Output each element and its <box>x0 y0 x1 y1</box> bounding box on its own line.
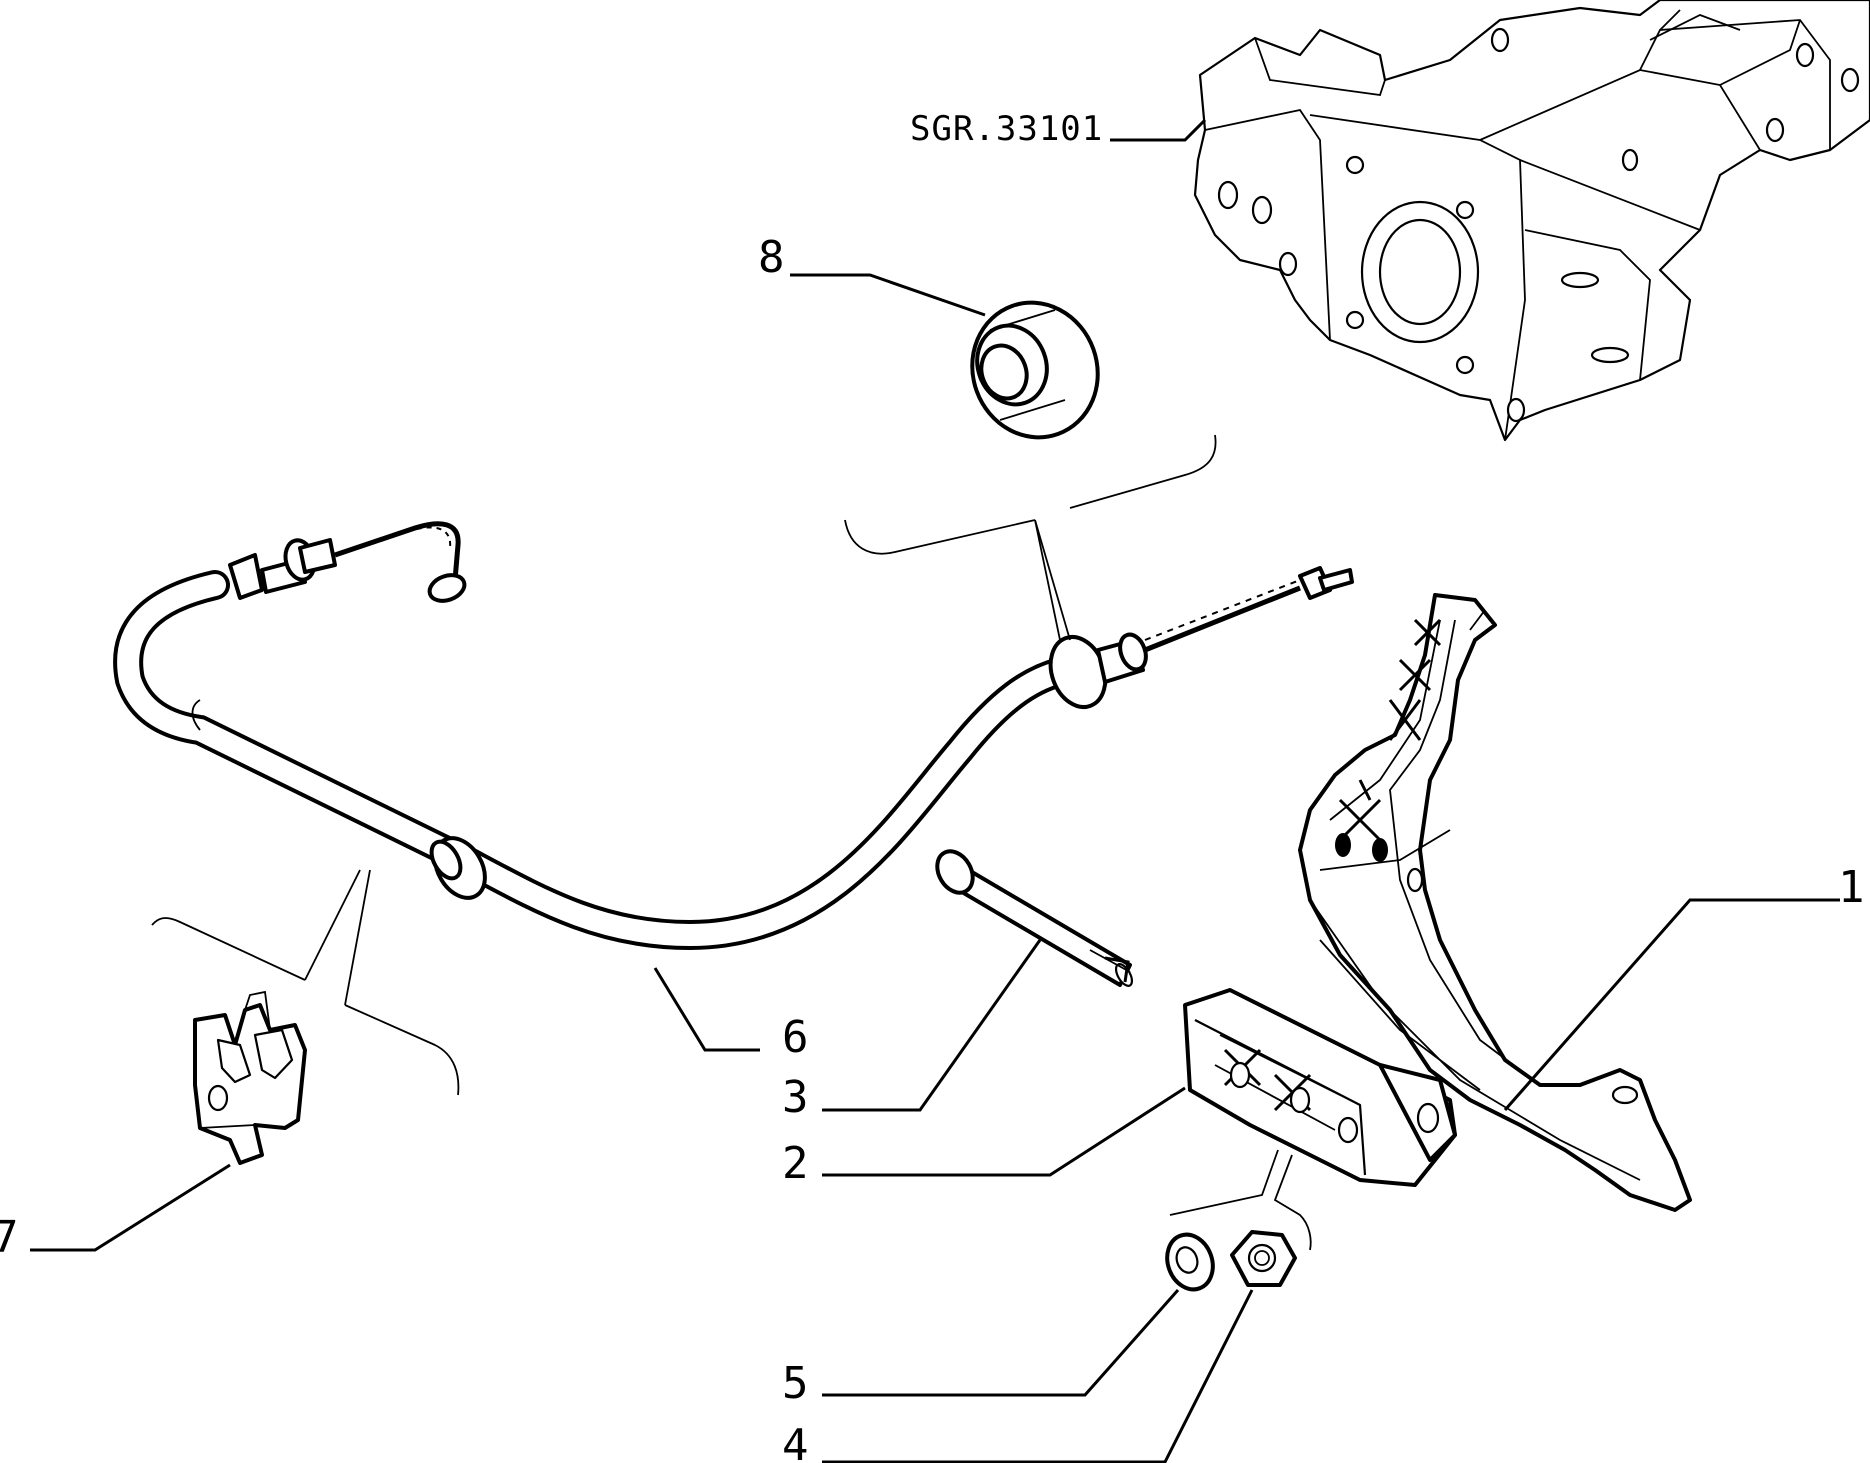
part-7-cable-clip <box>193 990 307 1165</box>
leader-3 <box>822 939 1042 1112</box>
callout-8: 8 <box>758 232 785 283</box>
leader-ref <box>1110 118 1207 142</box>
part-4-nut <box>1230 1230 1297 1287</box>
callout-4: 4 <box>782 1420 809 1463</box>
mounting-indicator-support <box>1169 1149 1312 1251</box>
pedal-bracket-assembly <box>1193 0 1870 442</box>
callout-1: 1 <box>1838 862 1865 913</box>
callout-7: 7 <box>0 1212 19 1263</box>
callout-5: 5 <box>782 1358 809 1409</box>
part-5-washer <box>1165 1232 1215 1292</box>
part-2-pedal-support <box>1183 988 1457 1187</box>
callout-2: 2 <box>782 1138 809 1189</box>
callout-3: 3 <box>782 1072 809 1123</box>
callout-6: 6 <box>782 1012 809 1063</box>
part-6-accelerator-cable <box>113 521 1354 951</box>
mounting-indicator-upper <box>844 434 1217 641</box>
part-8-grommet <box>970 300 1100 440</box>
leader-4 <box>822 1289 1254 1463</box>
leader-5 <box>822 1289 1180 1397</box>
leader-2 <box>822 1086 1186 1177</box>
mounting-indicator-lower <box>151 869 460 1096</box>
part-3-pin <box>935 849 1134 987</box>
leader-6 <box>653 967 760 1052</box>
reference-code-label: SGR.33101 <box>910 109 1103 149</box>
leader-8 <box>790 273 986 317</box>
part-1-pedal-lever <box>1298 593 1692 1212</box>
leader-7 <box>30 1163 231 1252</box>
leader-1 <box>1503 898 1840 1111</box>
